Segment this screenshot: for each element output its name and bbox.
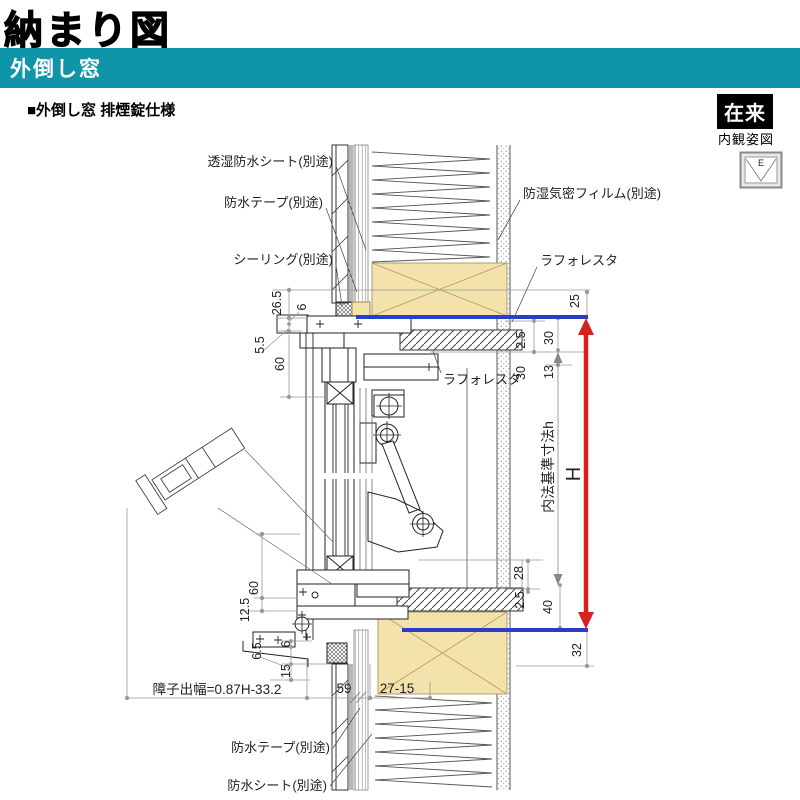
section-band-label: 外倒し窓 — [10, 58, 102, 81]
dim-26-5: 26.5 — [270, 291, 284, 315]
dim-6-bot: 6 — [279, 640, 293, 647]
view-label: 内観姿図 — [717, 132, 774, 147]
label-film-text: 防湿気密フィルム(別途) — [523, 186, 661, 201]
casing-bottom — [396, 587, 524, 612]
section-band: 外倒し窓 — [0, 48, 800, 88]
component-labels: 透湿防水シート(別途) 防水テープ(別途) シーリング(別途) 防湿気密フィルム… — [207, 154, 661, 793]
dim-30-b: 30 — [514, 366, 528, 380]
height-arrow-red — [578, 318, 594, 629]
label-film: 防湿気密フィルム(別途) — [497, 186, 661, 241]
dim-2-5-top: 2.5 — [514, 331, 528, 348]
operator-arm — [367, 393, 444, 553]
dim-13: 13 — [542, 365, 556, 379]
datum-lines — [356, 315, 594, 632]
dimension-lines — [124, 287, 594, 704]
dim-60-bot: 60 — [247, 581, 261, 595]
dim-28: 28 — [512, 566, 526, 580]
label-sheet-top-text: 透湿防水シート(別途) — [207, 154, 333, 169]
window-view-icon: E — [739, 151, 783, 191]
label-sheet-bottom: 防水シート(別途) — [227, 733, 373, 793]
label-sealing-text: シーリング(別途) — [233, 252, 333, 267]
dim-30-a: 30 — [542, 331, 556, 345]
wood-blocking-bottom — [377, 611, 508, 695]
label-laforesta-mid-text: ラフォレスタ — [443, 372, 521, 387]
icon-letter: E — [758, 158, 764, 168]
dim-60-top: 60 — [273, 357, 287, 371]
dim-32: 32 — [570, 643, 584, 657]
dim-40: 40 — [541, 600, 555, 614]
dim-15: 15 — [279, 664, 293, 678]
frame-head — [276, 301, 439, 464]
label-tape-top-text: 防水テープ(別途) — [224, 195, 323, 210]
label-tape-bottom-text: 防水テープ(別途) — [231, 740, 330, 755]
insulation-top — [371, 151, 491, 263]
dim-6-5: 6.5 — [250, 642, 264, 659]
label-laforesta-top-text: ラフォレスタ — [540, 253, 618, 268]
label-sheet-top: 透湿防水シート(別途) — [207, 154, 367, 251]
construction-type-tag: 在来 — [717, 94, 773, 129]
dim-25: 25 — [568, 294, 582, 308]
insulation-bottom — [374, 695, 493, 788]
dim-59: 59 — [336, 681, 351, 696]
dim-5-5: 5.5 — [253, 336, 267, 353]
open-sash-phantom — [135, 427, 333, 585]
label-sheet-bottom-text: 防水シート(別途) — [227, 778, 327, 793]
label-sealing: シーリング(別途) — [233, 252, 343, 307]
casing-top — [399, 329, 523, 351]
dim-12-5: 12.5 — [238, 598, 252, 622]
dim-6-top: 6 — [295, 303, 309, 310]
dim-2-5-bot: 2.5 — [513, 591, 527, 608]
label-tape-bottom: 防水テープ(別途) — [231, 707, 361, 755]
dimension-texts: 26.5 6 5.5 60 25 2.5 30 30 13 内法基準寸法h H … — [153, 291, 585, 697]
label-tape-top: 防水テープ(別途) — [224, 195, 358, 293]
glazing — [332, 404, 349, 556]
wood-blocking-top — [371, 262, 508, 317]
page-title: 納まり図 — [3, 9, 173, 53]
spec-subtitle: ■外倒し窓 排煙錠仕様 — [27, 102, 176, 119]
wall-bottom — [331, 629, 493, 791]
dim-27-15: 27-15 — [380, 681, 415, 696]
label-laforesta-top: ラフォレスタ — [511, 253, 618, 323]
dim-h-label: 内法基準寸法h — [540, 421, 556, 513]
dim-formula: 障子出幅=0.87H-33.2 — [153, 682, 282, 697]
dim-H: H — [563, 467, 585, 481]
label-laforesta-mid: ラフォレスタ — [432, 350, 521, 387]
